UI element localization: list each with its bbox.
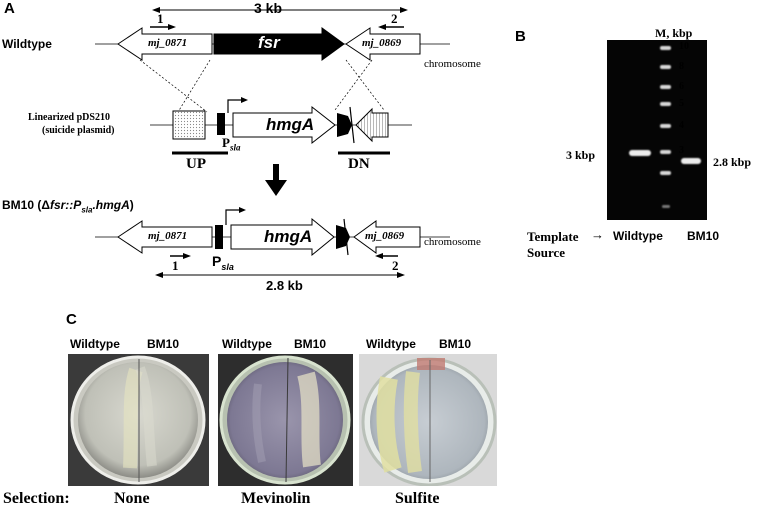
promoter-block-bm10 [215, 225, 223, 249]
lane-label-wildtype: Wildtype [613, 229, 663, 243]
promoter-main-bm10: P [212, 253, 222, 269]
chromosome-label-bottom: chromosome [424, 236, 481, 248]
band-label-2-8kbp: 2.8 kbp [713, 155, 752, 169]
plate1-label-bm10: BM10 [147, 337, 180, 351]
gene-hmga-arrow-bm10 [230, 217, 335, 257]
promoter-sub: sla [229, 142, 241, 153]
primer-1-arrow-top [150, 24, 176, 30]
gel-image [607, 40, 707, 220]
recombination-arrow [265, 164, 287, 196]
bm10-sub: sla [81, 205, 93, 215]
selection-none: None [114, 490, 150, 507]
size-label-3kb: 3 kb [254, 0, 283, 16]
ladder-label-10: 10 [679, 41, 689, 52]
lane-label-bm10: BM10 [687, 229, 720, 243]
ladder-label-5: 5 [679, 98, 684, 109]
gene-hmga-arrow-plasmid [232, 105, 336, 145]
bm10-suffix: .hmgA [92, 198, 130, 212]
gene-mj0869-label: mj_0869 [362, 37, 402, 49]
plate2-label-wildtype: Wildtype [222, 337, 272, 351]
dn-label: DN [348, 156, 370, 172]
gene-fsr-arrow [213, 27, 345, 61]
ladder-bands [660, 46, 671, 208]
gene-mj0871-label: mj_0871 [148, 37, 188, 49]
bm10-close: ) [129, 198, 134, 212]
plate3-label-bm10: BM10 [439, 337, 472, 351]
primer-2-arrow-bottom [375, 253, 398, 259]
bm10-row-label: BM10 (Δfsr::Psla.hmgA) [2, 198, 134, 214]
gene-fsr-label: fsr [258, 33, 280, 52]
gene-mj0871-arrow-bm10 [117, 220, 213, 254]
template-label-line1: Template [527, 229, 579, 244]
primer-1-label-top: 1 [157, 11, 164, 26]
gene-hmga-label-plasmid: hmgA [266, 115, 315, 134]
size-bar-2-8kb [155, 272, 405, 278]
selection-label: Selection: [3, 490, 70, 507]
ladder-label-6: 6 [679, 81, 684, 92]
plate-photo-mevinolin [218, 354, 353, 486]
chromosome-label-top: chromosome [424, 58, 481, 70]
plate2-label-bm10: BM10 [294, 337, 327, 351]
promoter-main: P [222, 135, 230, 150]
promoter-label-plasmid: Psla [222, 135, 240, 153]
terminator-block-bm10 [336, 225, 350, 249]
primer-2-arrow-top [378, 24, 404, 30]
size-label-2-8kb: 2.8 kb [266, 278, 303, 293]
primer-1-label-bottom: 1 [172, 258, 179, 273]
wildtype-band [629, 150, 651, 156]
selection-mevinolin: Mevinolin [241, 490, 311, 507]
primer-2-label-top: 2 [391, 11, 398, 26]
wildtype-row-label: Wildtype [2, 37, 52, 51]
primer-2-label-bottom: 2 [392, 258, 399, 273]
up-label: UP [186, 156, 206, 172]
promoter-block [217, 113, 225, 135]
promoter-arrow-bm10 [225, 207, 246, 225]
template-arrow: → [591, 227, 604, 242]
gene-mj0871-label-bm10: mj_0871 [148, 230, 188, 242]
gel-bands [629, 46, 701, 208]
band-label-3kbp: 3 kbp [566, 148, 596, 162]
bm10-prefix: BM10 ( [2, 198, 42, 212]
ladder-label-3: 3 [679, 145, 684, 156]
gene-mj0871-arrow [117, 27, 213, 61]
ladder-label-8: 8 [679, 61, 684, 72]
plate-photo-none [68, 354, 209, 486]
marker-header: M, kbp [655, 26, 693, 40]
promoter-label-bm10: Psla [212, 253, 234, 272]
panel-c-letter: C [66, 311, 77, 328]
terminator-block [337, 113, 352, 137]
dn-homology-arrow [355, 107, 389, 143]
crossover-lines [139, 59, 385, 113]
promoter-sub-bm10: sla [221, 261, 234, 272]
plate3-label-wildtype: Wildtype [366, 337, 416, 351]
panel-a-letter: A [4, 0, 15, 17]
plasmid-label-line1: Linearized pDS210 [28, 112, 110, 123]
gene-mj0869-arrow [345, 27, 421, 61]
promoter-arrow [227, 97, 248, 113]
plate-photo-sulfite [359, 354, 497, 487]
bm10-delta: Δ [41, 198, 50, 212]
size-bar-3kb [152, 7, 408, 13]
selection-sulfite: Sulfite [395, 490, 440, 507]
bm10-band [681, 158, 701, 164]
gene-mj0869-label-bm10: mj_0869 [365, 230, 405, 242]
panel-b-letter: B [515, 28, 526, 45]
template-label-line2: Source [527, 245, 566, 260]
plate1-label-wildtype: Wildtype [70, 337, 120, 351]
bm10-genotype: fsr::P [49, 198, 82, 212]
panel-a-diagram [95, 7, 450, 278]
up-homology-box [172, 110, 206, 140]
gene-mj0869-arrow-bm10 [353, 220, 421, 254]
ladder-label-4: 4 [679, 120, 684, 131]
primer-1-arrow-bottom [170, 253, 191, 259]
gene-hmga-label-bm10: hmgA [264, 227, 313, 246]
plasmid-label-line2: (suicide plasmid) [42, 125, 115, 136]
